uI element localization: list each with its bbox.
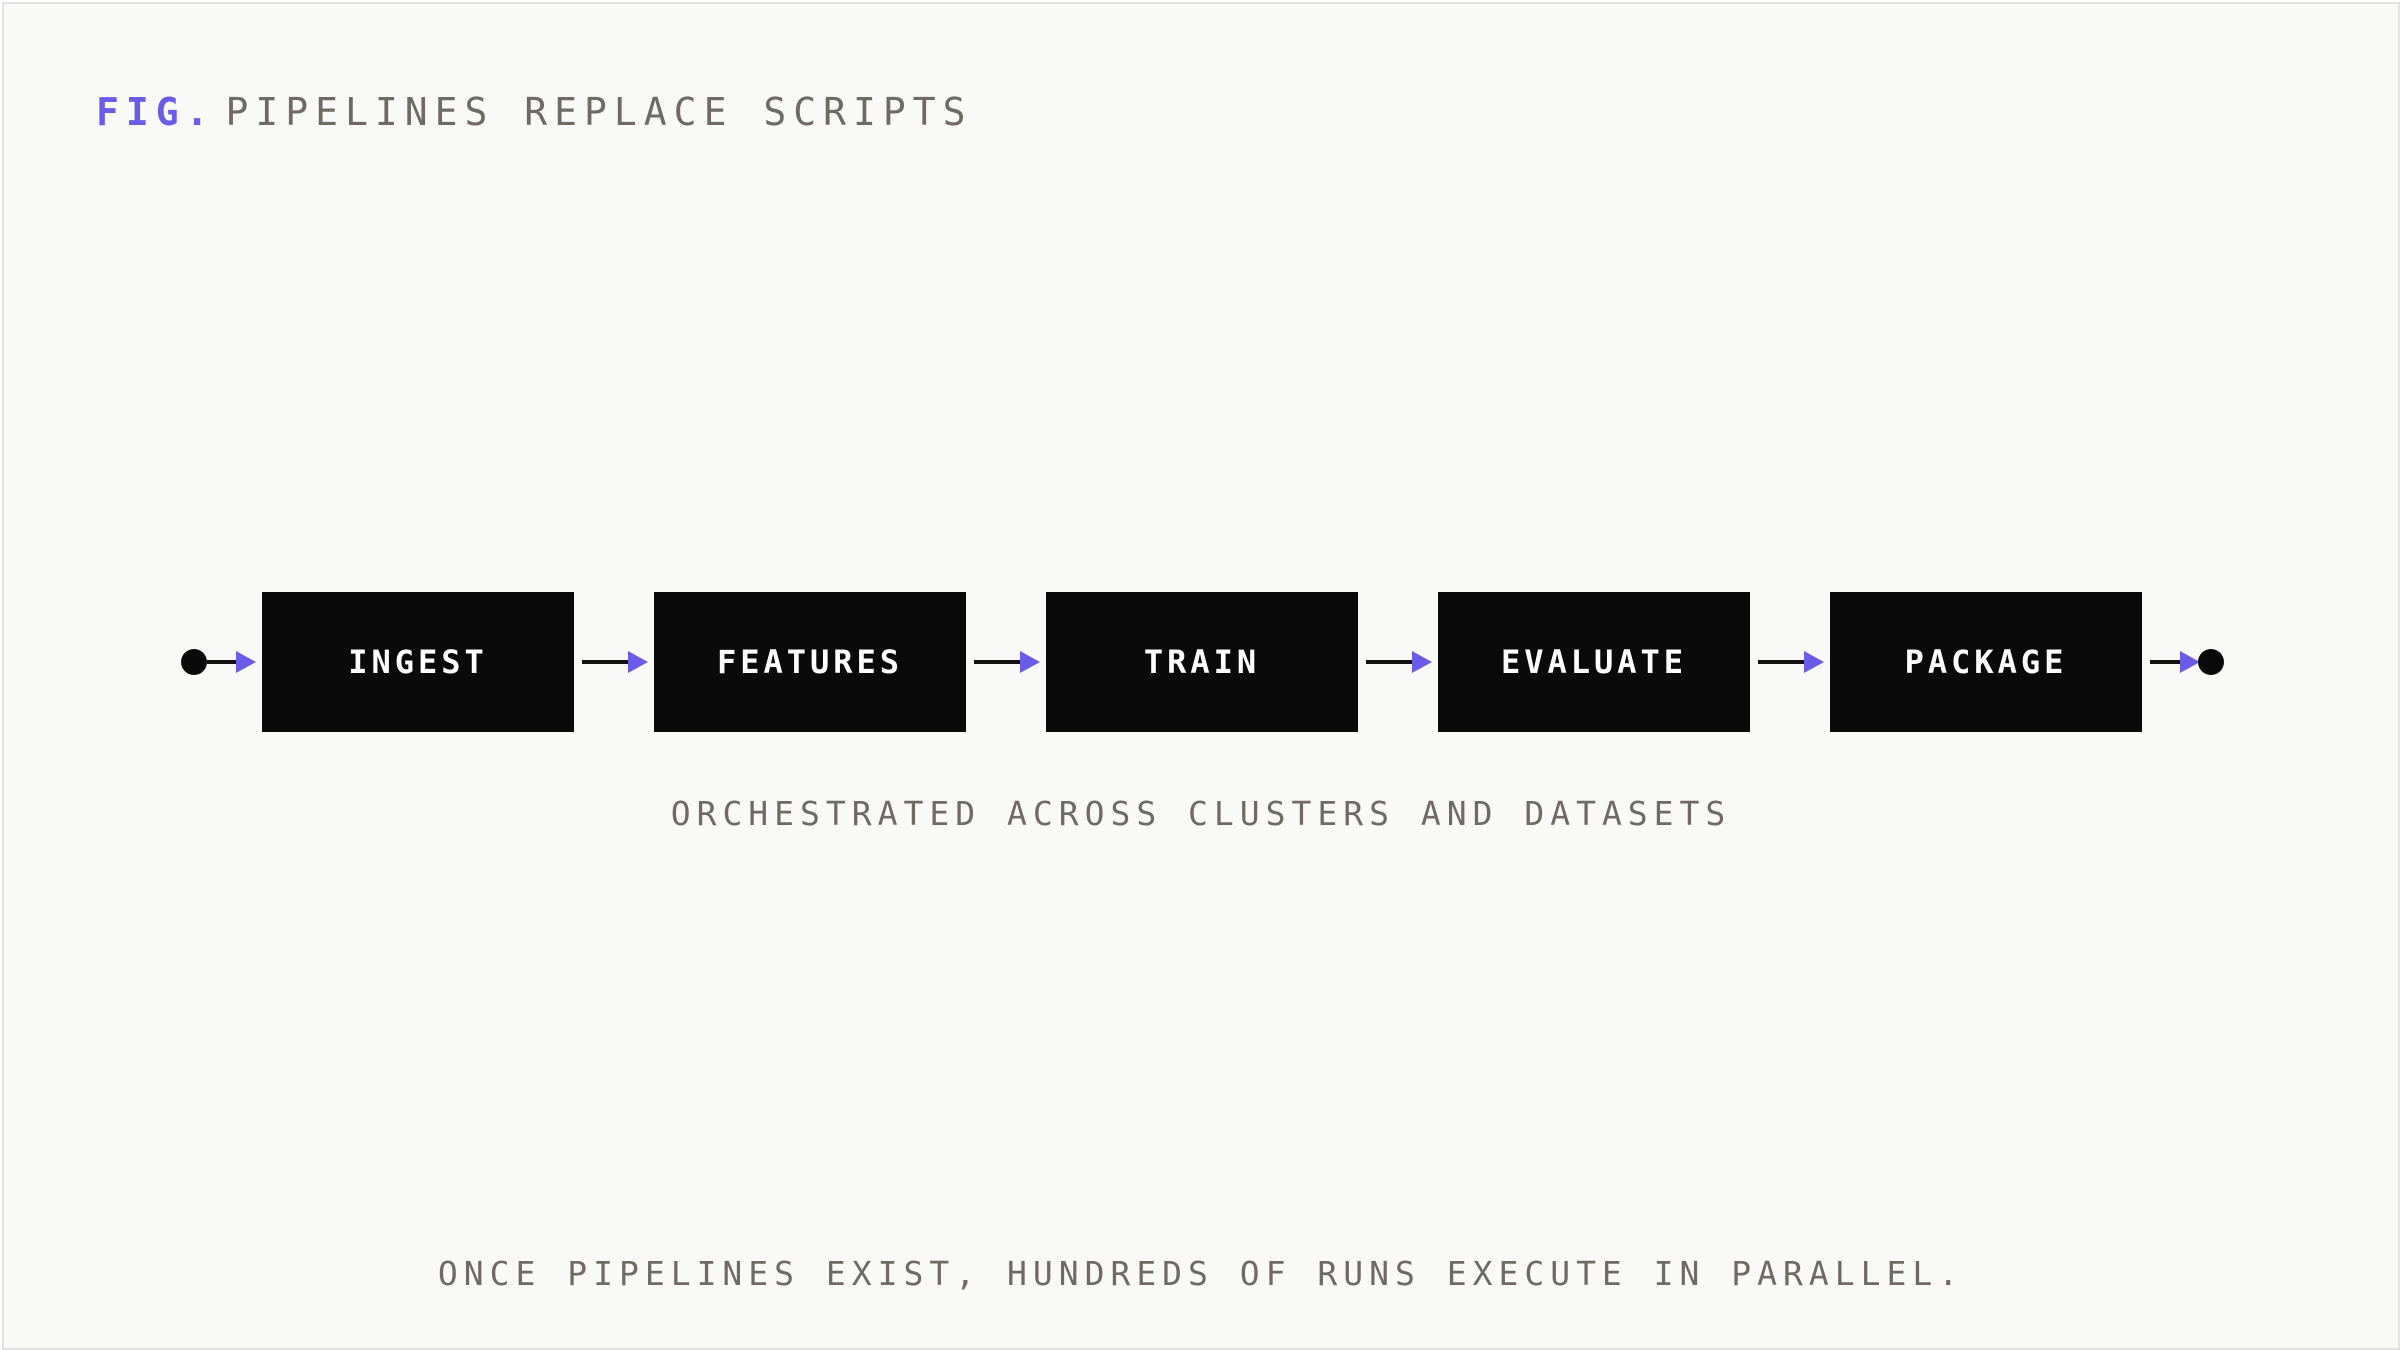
arrow-0: [582, 651, 648, 673]
start-node: [181, 649, 207, 675]
end-node: [2198, 649, 2224, 675]
stage-label: INGEST: [348, 643, 488, 681]
stage-package: PACKAGE: [1830, 592, 2142, 732]
stage-box: [654, 592, 966, 732]
stage-box: [1830, 592, 2142, 732]
arrow-end: [2150, 651, 2200, 673]
pipeline-caption: ORCHESTRATED ACROSS CLUSTERS AND DATASET…: [670, 794, 1732, 833]
figure-prefix: FIG.: [96, 90, 216, 134]
stage-features: FEATURES: [654, 592, 966, 732]
stage-label: EVALUATE: [1501, 643, 1687, 681]
stage-ingest: INGEST: [262, 592, 574, 732]
arrow-2: [1366, 651, 1432, 673]
pipeline-diagram: INGEST FEATURES TRAIN EVALUATE PACKAGE: [181, 592, 2224, 732]
stage-evaluate: EVALUATE: [1438, 592, 1750, 732]
stage-box: [1046, 592, 1358, 732]
pipeline-layer: INGEST FEATURES TRAIN EVALUATE PACKAGE: [181, 592, 2224, 732]
arrow-start: [207, 651, 256, 673]
stage-train: TRAIN: [1046, 592, 1358, 732]
stage-label: TRAIN: [1144, 643, 1260, 681]
figure-title: FIG.PIPELINES REPLACE SCRIPTS: [96, 90, 972, 134]
arrow-3: [1758, 651, 1824, 673]
figure-title-text: PIPELINES REPLACE SCRIPTS: [225, 90, 973, 134]
stage-label: PACKAGE: [1905, 643, 2068, 681]
stage-box: [1438, 592, 1750, 732]
stage-box: [262, 592, 574, 732]
footer-caption: ONCE PIPELINES EXIST, HUNDREDS OF RUNS E…: [437, 1254, 1965, 1293]
stage-label: FEATURES: [717, 643, 903, 681]
arrow-1: [974, 651, 1040, 673]
